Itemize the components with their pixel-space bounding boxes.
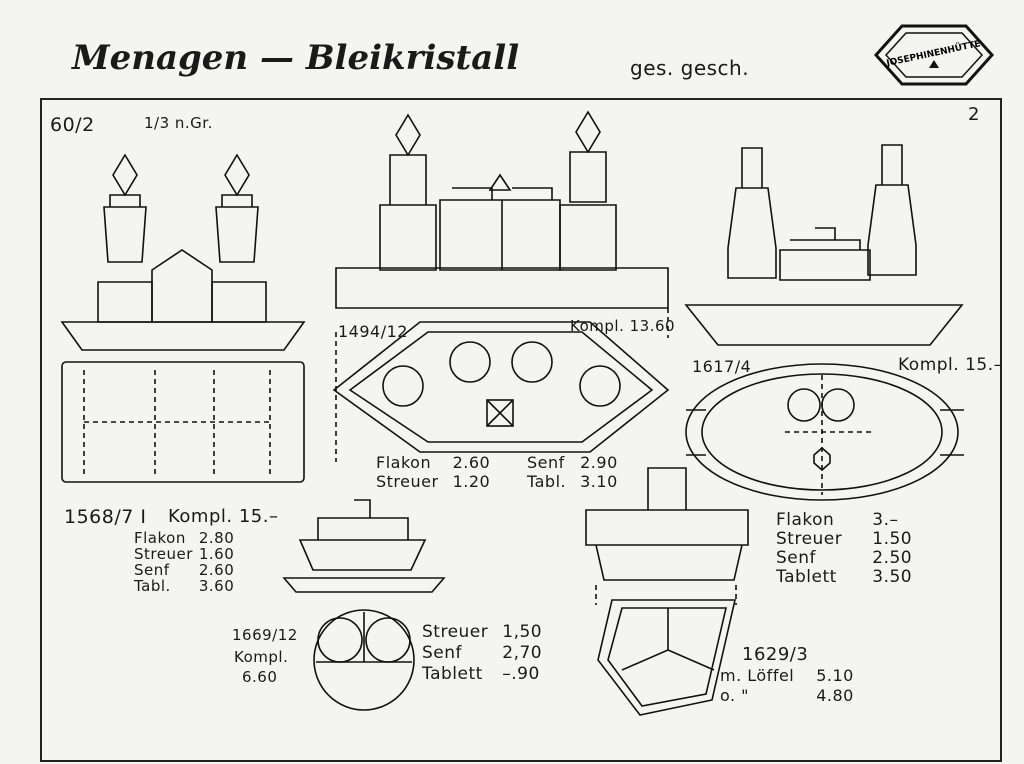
item-number-1617-4: 1617/4 xyxy=(692,357,752,376)
item-total-label-1669-12: Kompl. xyxy=(234,648,289,666)
price-label: Senf xyxy=(134,561,170,579)
cruet-set-1629-3-drawing xyxy=(585,467,749,716)
price-label: Streuer xyxy=(376,472,439,491)
cruet-set-1617-4-drawing xyxy=(684,144,964,501)
price-value: 1,50 xyxy=(502,622,543,642)
price-list-1669-12: Streuer 1,50 Senf 2,70 Tablett –.90 xyxy=(422,622,542,685)
price-label: Senf xyxy=(422,643,463,663)
price-list-1629-3: m. Löffel 5.10 o. " 4.80 xyxy=(720,666,854,706)
page-title: Menagen — Bleikristall xyxy=(72,38,520,78)
catalog-frame xyxy=(40,98,1002,762)
cruet-set-60-2-drawing xyxy=(60,153,306,483)
item-total-1568-7: Kompl. 15.– xyxy=(168,506,279,527)
price-label: Streuer xyxy=(134,545,193,563)
price-value: 3.60 xyxy=(198,577,235,595)
logo-emblem-icon: JOSEPHINENHÜTTE xyxy=(873,24,995,86)
price-label: Flakon xyxy=(776,510,835,530)
price-list-1494-12-b: Senf 2.90 Tabl. 3.10 xyxy=(527,453,618,491)
price-label: Tablett xyxy=(422,664,483,684)
cruet-set-1494-12-drawing xyxy=(332,110,670,462)
item-number-1629-3: 1629/3 xyxy=(742,644,809,665)
price-label: Flakon xyxy=(134,529,186,547)
price-label: m. Löffel xyxy=(720,666,795,685)
cruet-set-1669-12-drawing xyxy=(282,499,446,711)
item-total-1669-12: 6.60 xyxy=(242,668,278,686)
price-label: Flakon xyxy=(376,453,432,472)
price-value: 3.50 xyxy=(872,567,913,587)
price-value: –.90 xyxy=(502,664,540,684)
price-value: 2,70 xyxy=(502,643,543,663)
josephinenhuette-logo: JOSEPHINENHÜTTE xyxy=(872,20,996,90)
price-label: Streuer xyxy=(422,622,489,642)
price-label: Senf xyxy=(776,548,817,568)
price-label: Senf xyxy=(527,453,565,472)
price-value: 2.60 xyxy=(452,453,491,472)
item-total-1617-4: Kompl. 15.– xyxy=(898,355,1003,375)
price-label: Tabl. xyxy=(134,577,171,595)
price-list-1568-7: Flakon 2.80 Streuer 1.60 Senf 2.60 Tabl. 3.6… xyxy=(134,530,234,594)
price-list-1494-12: Flakon 2.60 Streuer 1.20 xyxy=(376,453,490,491)
price-list-1617-4: Flakon 3.– Streuer 1.50 Senf 2.50 Tablett 3.… xyxy=(776,511,912,587)
price-label: Streuer xyxy=(776,529,843,549)
price-value: 1.50 xyxy=(872,529,913,549)
price-value: 1.60 xyxy=(198,545,235,563)
price-label: o. " xyxy=(720,686,750,705)
item-number-1669-12: 1669/12 xyxy=(232,626,298,644)
page-number: 2 xyxy=(968,104,980,125)
item-number-1568-7: 1568/7 I xyxy=(64,506,147,528)
price-label: Tabl. xyxy=(527,472,567,491)
item-number-1494-12: 1494/12 xyxy=(338,322,408,341)
price-value: 2.60 xyxy=(198,561,235,579)
price-value: 5.10 xyxy=(816,666,854,685)
item-total-1494-12: Kompl. 13.60 xyxy=(570,317,676,335)
item-number-60-2: 60/2 xyxy=(50,114,95,136)
price-value: 4.80 xyxy=(816,686,854,705)
price-value: 1.20 xyxy=(452,472,491,491)
price-value: 2.90 xyxy=(580,453,618,472)
price-value: 3.10 xyxy=(580,472,618,491)
price-value: 3.– xyxy=(872,510,899,530)
protection-note: ges. gesch. xyxy=(630,56,750,80)
scale-note: 1/3 n.Gr. xyxy=(144,114,213,132)
price-label: Tablett xyxy=(776,567,837,587)
price-value: 2.80 xyxy=(198,529,235,547)
price-value: 2.50 xyxy=(872,548,913,568)
